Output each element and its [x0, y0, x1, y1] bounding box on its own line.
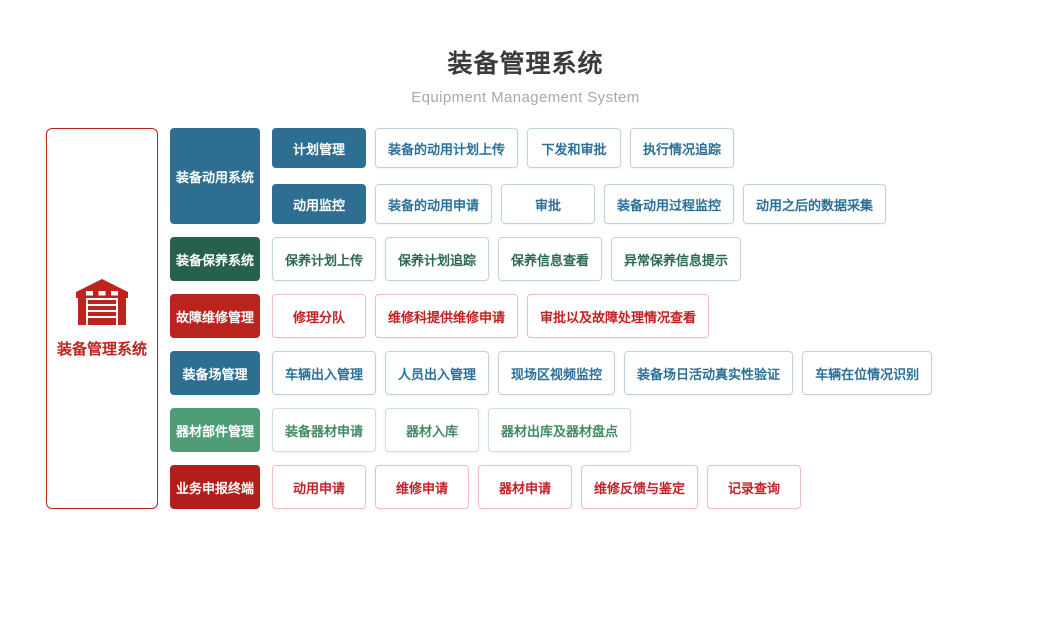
section-row-maintenance: 装备保养系统 保养计划上传 保养计划追踪 保养信息查看 异常保养信息提示 [170, 237, 932, 281]
module-node: 维修反馈与鉴定 [581, 465, 699, 509]
page-header: 装备管理系统 Equipment Management System [0, 44, 1051, 106]
section-row-reporting-terminal: 业务申报终端 动用申请 维修申请 器材申请 维修反馈与鉴定 记录查询 [170, 465, 932, 509]
module-node: 维修申请 [375, 465, 469, 509]
category-maintenance-system: 装备保养系统 [170, 237, 260, 281]
module-node: 下发和审批 [527, 128, 622, 168]
section-rows: 装备动用系统 计划管理 装备的动用计划上传 下发和审批 执行情况追踪 动用监控 [170, 128, 933, 509]
subcategory-mobilization-monitoring: 动用监控 [272, 184, 366, 224]
page-subtitle: Equipment Management System [411, 89, 640, 106]
maintenance-leaves: 保养计划上传 保养计划追踪 保养信息查看 异常保养信息提示 [272, 237, 742, 281]
module-node: 维修科提供维修申请 [375, 294, 519, 338]
repair-leaves: 修理分队 维修科提供维修申请 审批以及故障处理情况查看 [272, 294, 710, 338]
module-node: 保养计划上传 [272, 237, 377, 281]
module-node: 器材入库 [385, 408, 480, 452]
materiel-leaves: 装备器材申请 器材入库 器材出库及器材盘点 [272, 408, 632, 452]
module-node: 器材申请 [478, 465, 572, 509]
module-node: 器材出库及器材盘点 [488, 408, 632, 452]
module-node: 装备场日活动真实性验证 [624, 351, 794, 395]
category-fault-repair: 故障维修管理 [170, 294, 260, 338]
module-node: 审批以及故障处理情况查看 [527, 294, 710, 338]
module-node: 装备的动用计划上传 [375, 128, 519, 168]
module-node: 装备动用过程监控 [604, 184, 735, 224]
module-node: 记录查询 [707, 465, 802, 509]
root-node: 装备管理系统 [46, 128, 158, 509]
module-node: 异常保养信息提示 [611, 237, 742, 281]
module-node: 装备器材申请 [272, 408, 377, 452]
module-node: 审批 [501, 184, 596, 224]
module-node: 现场区视频监控 [498, 351, 616, 395]
reporting-leaves: 动用申请 维修申请 器材申请 维修反馈与鉴定 记录查询 [272, 465, 802, 509]
subrow-plan-management: 计划管理 装备的动用计划上传 下发和审批 执行情况追踪 [272, 128, 886, 168]
system-diagram: 装备管理系统 装备动用系统 计划管理 装备的动用计划上传 下发和审批 执行情况追… [46, 128, 933, 509]
section-row-mobilization: 装备动用系统 计划管理 装备的动用计划上传 下发和审批 执行情况追踪 动用监控 [170, 128, 932, 224]
root-node-label: 装备管理系统 [56, 340, 147, 358]
subrow-mobilization-monitoring: 动用监控 装备的动用申请 审批 装备动用过程监控 动用之后的数据采集 [272, 184, 887, 224]
module-node: 车辆出入管理 [272, 351, 377, 395]
module-node: 动用之后的数据采集 [743, 184, 887, 224]
category-depot-management: 装备场管理 [170, 351, 260, 395]
module-node: 装备的动用申请 [375, 184, 493, 224]
module-node: 人员出入管理 [385, 351, 490, 395]
module-node: 保养计划追踪 [385, 237, 490, 281]
page-title: 装备管理系统 [447, 50, 604, 78]
garage-icon [76, 278, 128, 330]
module-node: 执行情况追踪 [630, 128, 735, 168]
subcategory-plan-management: 计划管理 [272, 128, 366, 168]
mobilization-subgroups: 计划管理 装备的动用计划上传 下发和审批 执行情况追踪 动用监控 装备的动用申请… [272, 128, 887, 224]
module-node: 保养信息查看 [498, 237, 603, 281]
mobilization-monitoring-leaves: 装备的动用申请 审批 装备动用过程监控 动用之后的数据采集 [375, 184, 887, 224]
plan-management-leaves: 装备的动用计划上传 下发和审批 执行情况追踪 [375, 128, 735, 168]
section-row-materiel: 器材部件管理 装备器材申请 器材入库 器材出库及器材盘点 [170, 408, 932, 452]
section-row-depot: 装备场管理 车辆出入管理 人员出入管理 现场区视频监控 装备场日活动真实性验证 … [170, 351, 933, 395]
category-reporting-terminal: 业务申报终端 [170, 465, 260, 509]
module-node: 车辆在位情况识别 [802, 351, 933, 395]
category-mobilization-system: 装备动用系统 [170, 128, 260, 224]
depot-leaves: 车辆出入管理 人员出入管理 现场区视频监控 装备场日活动真实性验证 车辆在位情况… [272, 351, 933, 395]
section-row-repair: 故障维修管理 修理分队 维修科提供维修申请 审批以及故障处理情况查看 [170, 294, 932, 338]
module-node: 动用申请 [272, 465, 366, 509]
category-materiel-parts: 器材部件管理 [170, 408, 260, 452]
module-node: 修理分队 [272, 294, 366, 338]
